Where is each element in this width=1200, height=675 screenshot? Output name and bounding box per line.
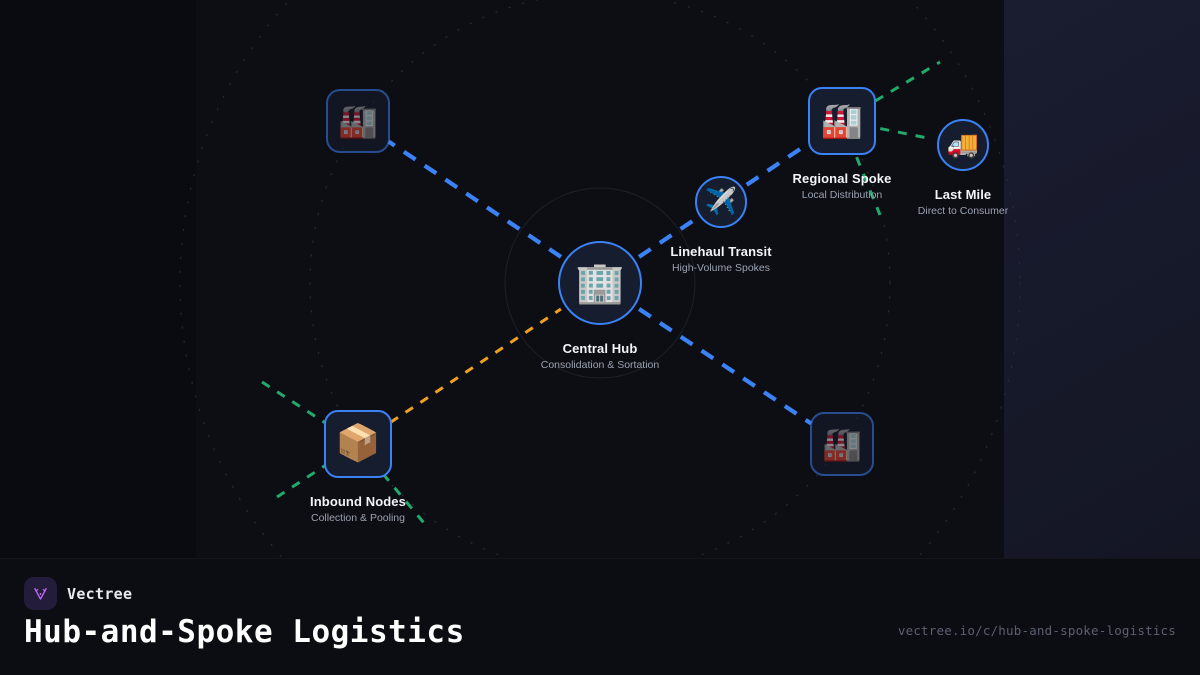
node-sublabel: Direct to Consumer bbox=[917, 205, 1009, 217]
node-regional-spoke[interactable]: 🏭 bbox=[808, 87, 876, 155]
connection-line bbox=[637, 307, 813, 426]
stage-left-gutter bbox=[0, 0, 196, 558]
connection-line bbox=[276, 464, 327, 499]
node-last-mile[interactable]: 🚚 bbox=[937, 119, 989, 171]
node-title: Last Mile bbox=[934, 187, 992, 202]
node-central-hub[interactable]: 🏢 bbox=[558, 241, 642, 325]
page-footer: Vectree Hub-and-Spoke Logistics bbox=[0, 558, 1200, 675]
node-spoke-southeast[interactable]: 🏭 bbox=[810, 412, 874, 476]
connection-line bbox=[745, 140, 811, 187]
factory-icon: 🏭 bbox=[338, 102, 378, 140]
page-url: vectree.io/c/hub-and-spoke-logistics bbox=[897, 623, 1176, 638]
guide-ring bbox=[504, 187, 696, 379]
node-title: Linehaul Transit bbox=[670, 244, 772, 259]
node-sublabel: High-Volume Spokes bbox=[671, 262, 771, 274]
brand: Vectree bbox=[24, 577, 132, 610]
node-title: Regional Spoke bbox=[792, 171, 892, 186]
node-linehaul-transit[interactable]: ✈️ bbox=[695, 176, 747, 228]
connection-line bbox=[879, 127, 933, 141]
page-title: Hub-and-Spoke Logistics bbox=[24, 614, 465, 650]
node-sublabel: Consolidation & Sortation bbox=[540, 359, 660, 371]
delivery-truck-icon: 🚚 bbox=[946, 130, 980, 160]
office-building-icon: 🏢 bbox=[575, 260, 625, 306]
package-icon: 📦 bbox=[335, 423, 381, 464]
connection-line bbox=[261, 380, 327, 425]
airplane-icon: ✈️ bbox=[704, 187, 738, 217]
node-title: Inbound Nodes bbox=[310, 494, 406, 509]
diagram-link-layer bbox=[179, 0, 1021, 558]
guide-ring bbox=[179, 0, 1021, 558]
node-title: Central Hub bbox=[562, 341, 638, 356]
guide-rings bbox=[179, 0, 1021, 558]
node-sublabel: Local Distribution bbox=[801, 189, 883, 201]
node-inbound-nodes[interactable]: 📦 bbox=[324, 410, 392, 478]
node-spoke-northwest[interactable]: 🏭 bbox=[326, 89, 390, 153]
guide-ring bbox=[309, 0, 891, 558]
factory-icon: 🏭 bbox=[822, 425, 862, 463]
link-group bbox=[261, 60, 941, 524]
node-sublabel: Collection & Pooling bbox=[311, 512, 405, 524]
connection-line bbox=[637, 217, 697, 259]
factory-icon: 🏭 bbox=[820, 101, 864, 141]
connection-line bbox=[387, 139, 563, 259]
connection-line bbox=[874, 60, 941, 103]
connection-line bbox=[389, 307, 562, 424]
vectree-logo-icon bbox=[24, 577, 57, 610]
brand-name: Vectree bbox=[67, 584, 133, 603]
stage-right-gradient bbox=[1004, 0, 1200, 558]
